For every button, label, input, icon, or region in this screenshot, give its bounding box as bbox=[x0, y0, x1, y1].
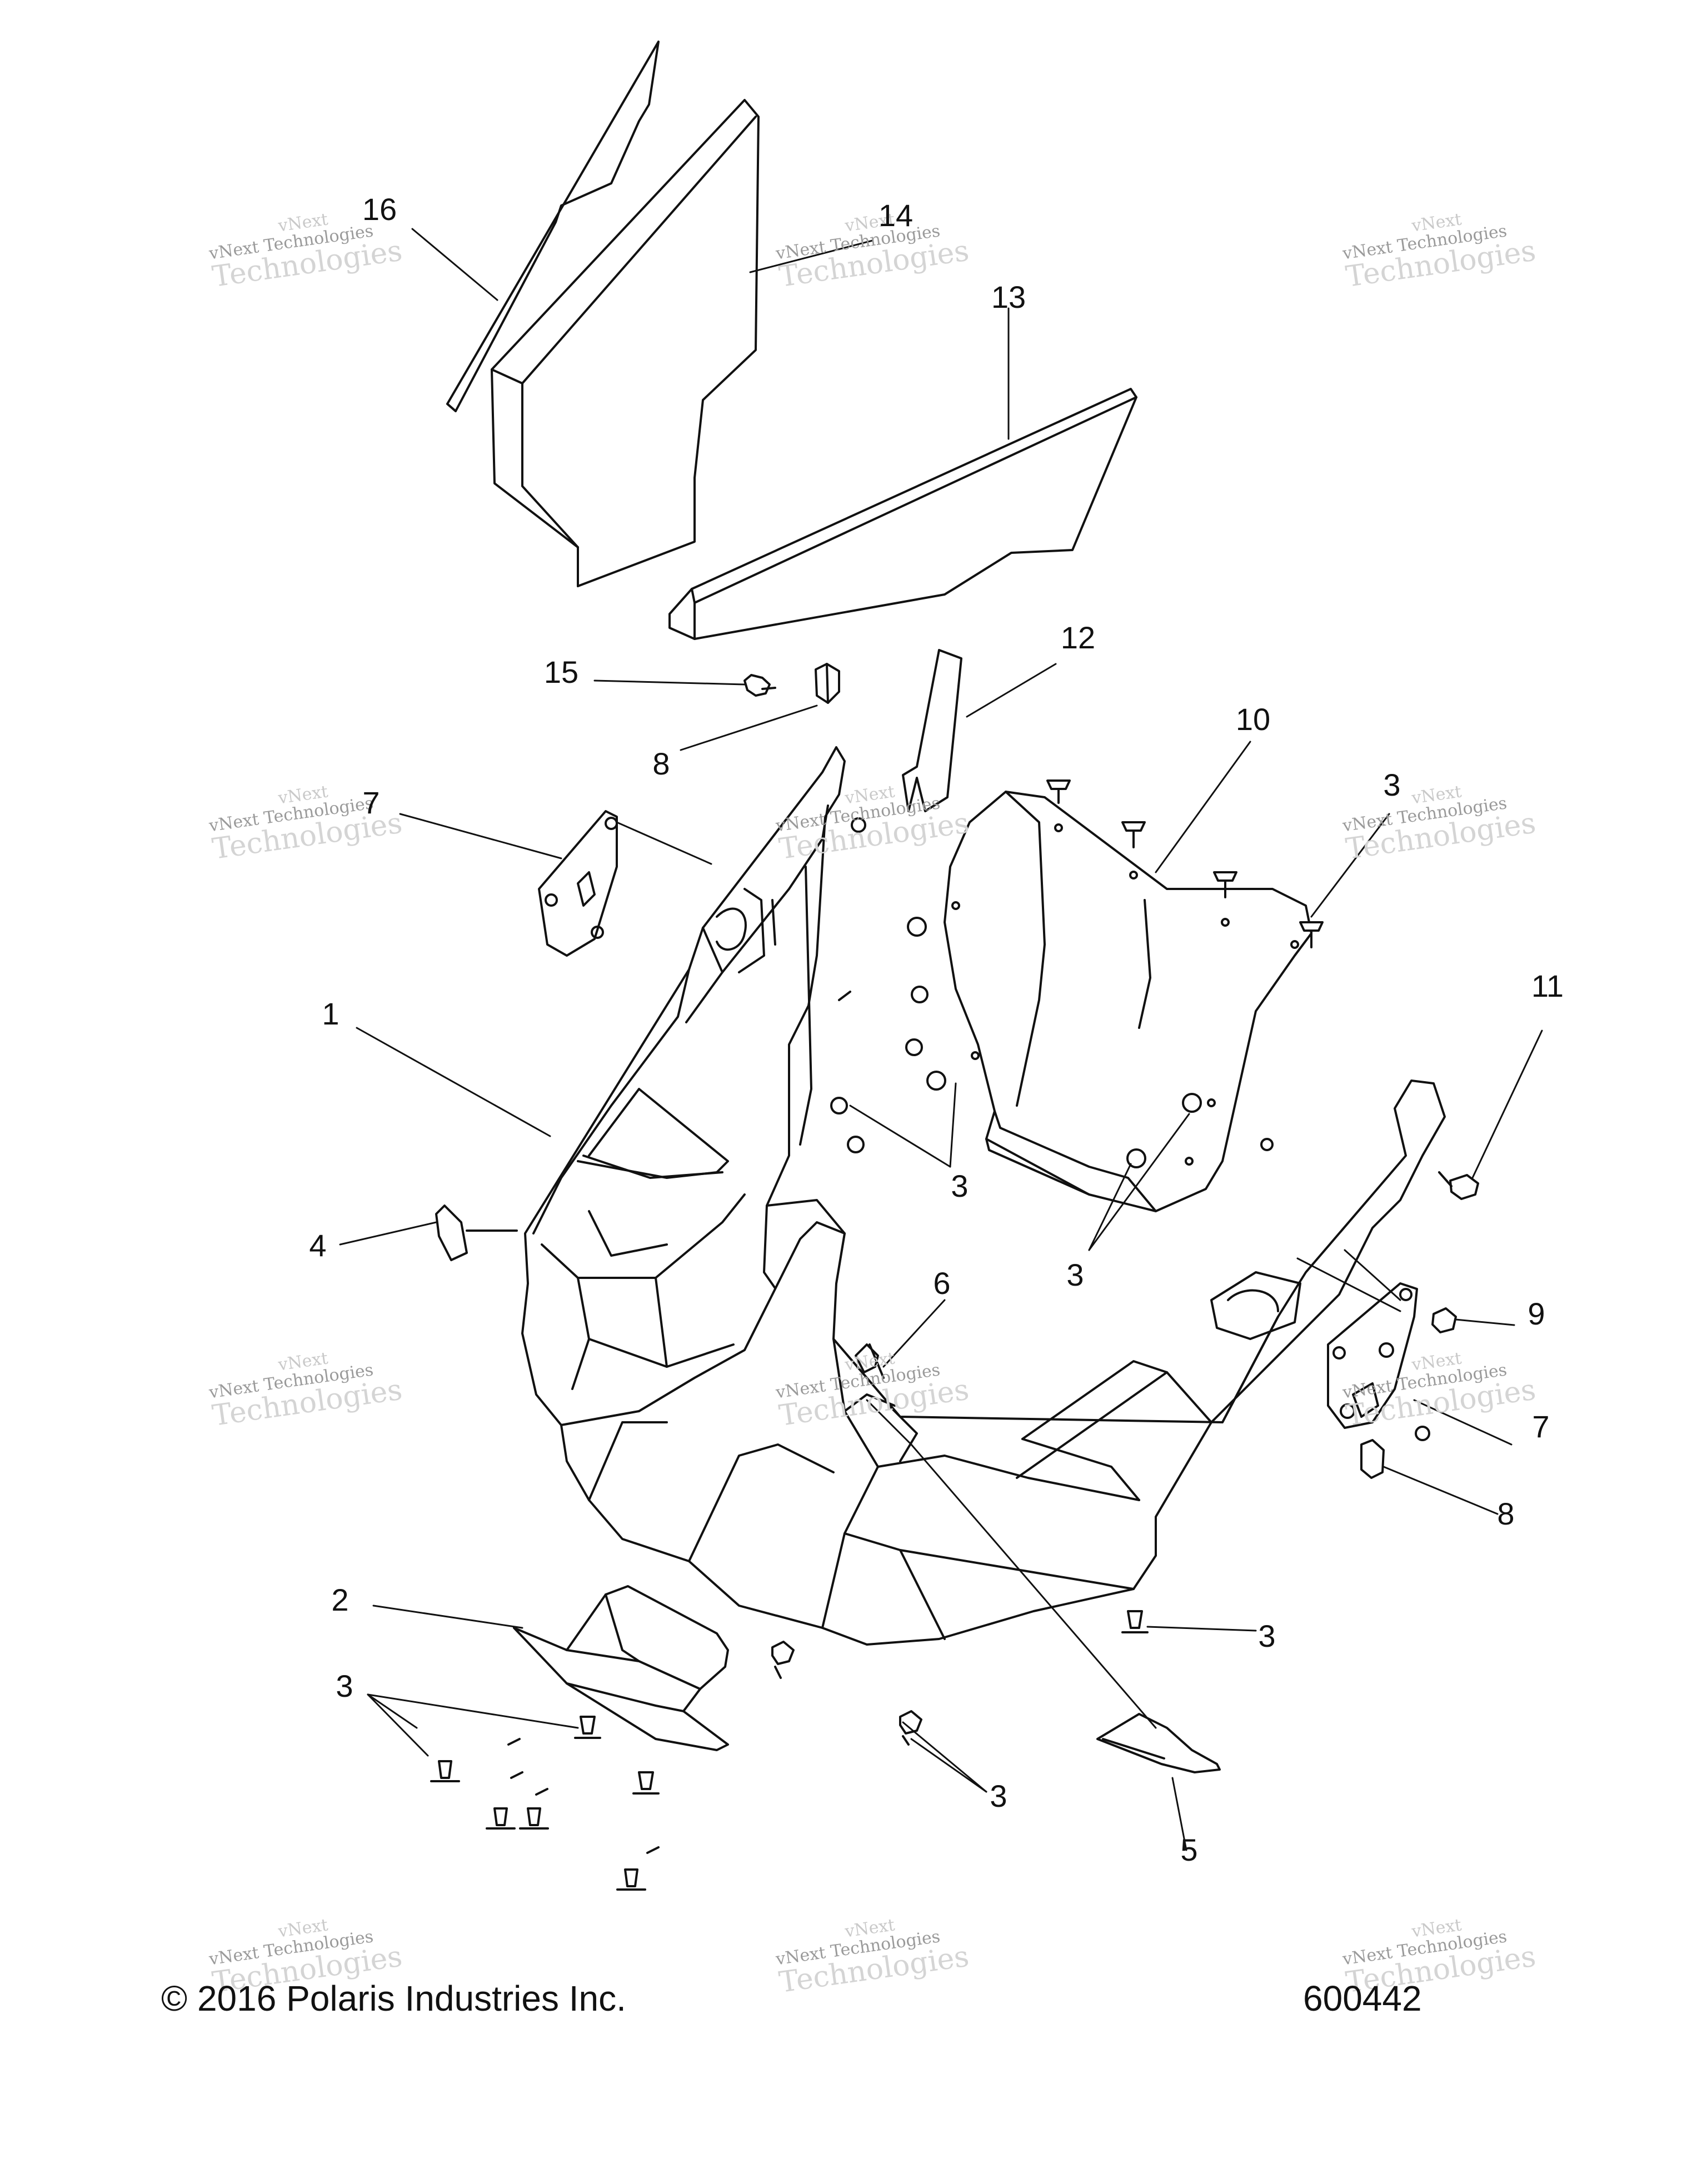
callout-3: 3 bbox=[1258, 1618, 1276, 1653]
callout-16: 16 bbox=[362, 192, 397, 227]
callout-11: 11 bbox=[1531, 968, 1564, 1003]
lower-tub bbox=[560, 1079, 1446, 1646]
part-16-strip bbox=[446, 41, 660, 412]
part-9-screw bbox=[1431, 1307, 1457, 1333]
callout-3: 3 bbox=[1066, 1257, 1084, 1292]
callout-10: 10 bbox=[1235, 702, 1271, 737]
callout-13: 13 bbox=[991, 279, 1026, 314]
part-7-bracket-right bbox=[1327, 1282, 1430, 1441]
part-2-skid-plate bbox=[513, 1585, 729, 1751]
callout-8: 8 bbox=[1497, 1496, 1515, 1531]
callout-3: 3 bbox=[951, 1168, 969, 1203]
diagram-number: 600442 bbox=[1303, 1978, 1422, 2018]
callout-7: 7 bbox=[362, 785, 380, 820]
part-5-shield bbox=[1096, 1713, 1221, 1773]
push-pins-upper bbox=[830, 779, 1324, 1168]
part-4-bracket bbox=[435, 1205, 518, 1261]
callout-3: 3 bbox=[990, 1778, 1007, 1813]
part-13-panel bbox=[668, 388, 1137, 640]
part-12-strip bbox=[902, 649, 962, 812]
copyright-text: © 2016 Polaris Industries Inc. bbox=[161, 1978, 626, 2018]
push-pins-lower bbox=[430, 1610, 1149, 1891]
part-6-link bbox=[855, 1343, 885, 1379]
callout-9: 9 bbox=[1528, 1296, 1545, 1331]
callout-15: 15 bbox=[543, 654, 579, 689]
part-15-screw bbox=[743, 674, 776, 697]
callout-1: 1 bbox=[322, 996, 340, 1031]
callout-12: 12 bbox=[1060, 620, 1096, 655]
callout-4: 4 bbox=[309, 1228, 327, 1263]
part-1-front-frame bbox=[521, 746, 846, 1426]
part-10-panel bbox=[944, 791, 1312, 1212]
callout-3: 3 bbox=[1383, 767, 1401, 802]
callout-8: 8 bbox=[652, 746, 670, 781]
callout-6: 6 bbox=[933, 1266, 951, 1301]
part-8-clip-top bbox=[815, 663, 840, 704]
callout-7: 7 bbox=[1532, 1409, 1550, 1444]
leader-lines bbox=[339, 228, 1543, 1851]
callout-3: 3 bbox=[336, 1668, 353, 1703]
part-11-screw bbox=[1438, 1171, 1479, 1200]
callout-5: 5 bbox=[1180, 1832, 1198, 1867]
part-8-clip-lower bbox=[1360, 1439, 1385, 1479]
callout-2: 2 bbox=[331, 1582, 349, 1617]
part-7-bracket-left bbox=[538, 810, 618, 957]
callout-14: 14 bbox=[878, 198, 914, 233]
part-14-panel bbox=[491, 99, 760, 587]
